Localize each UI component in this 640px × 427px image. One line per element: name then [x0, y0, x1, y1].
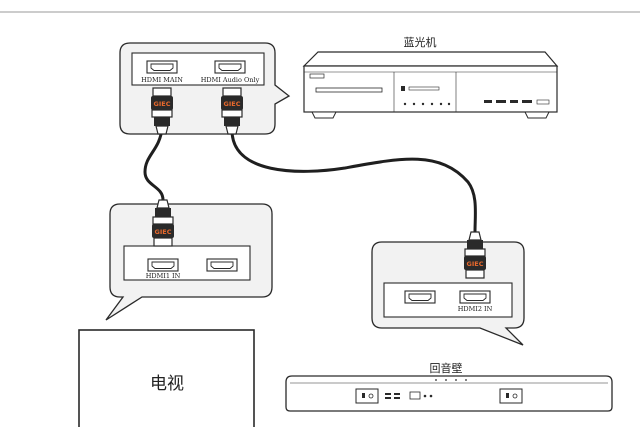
hdmi-port-icon — [206, 258, 238, 272]
port-label-hdmi1-in: HDMI1 IN — [146, 272, 181, 280]
hdmi-plug-icon: GIEC — [220, 87, 244, 135]
cable-brand-label: GIEC — [155, 228, 172, 236]
cable-brand-label: GIEC — [224, 100, 241, 108]
hdmi-port-icon — [147, 258, 179, 272]
soundbar-icon — [285, 375, 613, 412]
cable-brand-label: GIEC — [467, 260, 484, 268]
soundbar-ports-callout: HDMI2 IN GIEC — [371, 231, 525, 346]
port-label-hdmi-main: HDMI MAIN — [141, 76, 183, 84]
port-label-hdmi-audio-only: HDMI Audio Only — [201, 76, 260, 84]
hdmi-port-icon — [214, 60, 246, 74]
soundbar-title: 回音壁 — [430, 361, 463, 375]
hdmi-plug-icon: GIEC — [151, 199, 175, 247]
tv-title: 电视 — [150, 374, 184, 394]
bluray-title: 蓝光机 — [404, 35, 437, 49]
hdmi-plug-icon: GIEC — [150, 87, 174, 135]
port-label-hdmi2-in: HDMI2 IN — [458, 305, 493, 313]
bluray-player-icon — [302, 51, 559, 119]
tv-icon — [78, 329, 255, 427]
bluray-ports-callout: HDMI MAIN HDMI Audio Only GIEC GIEC — [119, 42, 291, 135]
tv-ports-callout: HDMI1 IN GIEC — [105, 199, 273, 321]
hdmi-plug-icon: GIEC — [463, 231, 487, 279]
hdmi-port-icon — [146, 60, 178, 74]
hdmi-port-icon — [459, 290, 491, 304]
cable-bluray-to-soundbar — [230, 127, 477, 233]
hdmi-port-icon — [404, 290, 436, 304]
cable-brand-label: GIEC — [154, 100, 171, 108]
cable-bluray-to-tv — [143, 127, 165, 201]
soundbar-port-panel — [383, 282, 513, 318]
